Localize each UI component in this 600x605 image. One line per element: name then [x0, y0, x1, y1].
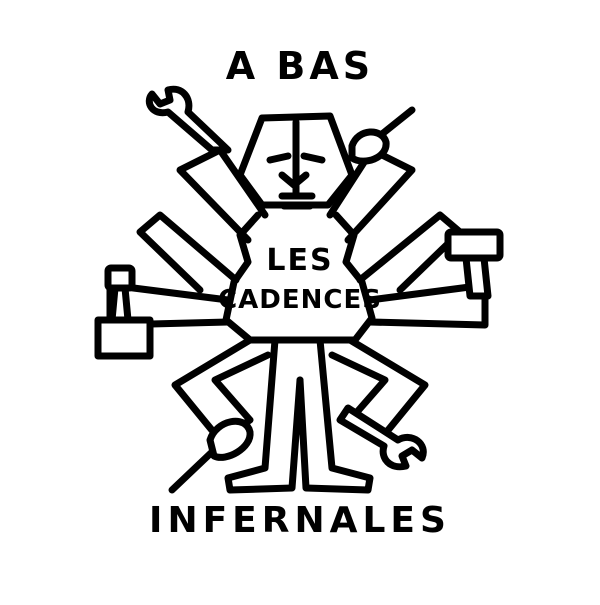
hammer-icon: [94, 264, 154, 360]
figure-text-line-2: CADENCES: [218, 285, 382, 315]
worker-upper-arms: [176, 146, 416, 244]
worker-legs: [224, 336, 374, 494]
wrench-icon: [336, 404, 427, 471]
worker-head: [236, 112, 356, 210]
hammer-icon: [444, 228, 504, 300]
footer-text: INFERNALES: [149, 500, 451, 541]
figure-text-line-1: LES: [266, 243, 334, 278]
screwdriver-icon: [348, 106, 416, 165]
wrench-icon: [145, 85, 232, 154]
screwdriver-icon: [168, 417, 254, 494]
headline: A BAS: [225, 44, 375, 88]
worker-torso: [222, 211, 376, 344]
